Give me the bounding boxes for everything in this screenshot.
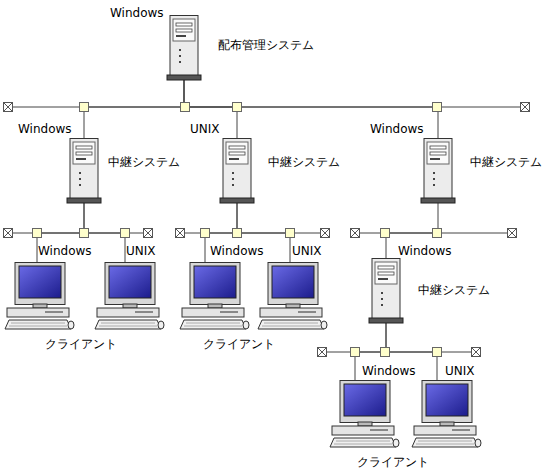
network-connector [84, 80, 184, 138]
os-label: Windows [370, 122, 424, 136]
relay-server: UNIX中継システム [223, 138, 251, 203]
system-label: 中継システム [470, 155, 542, 169]
system-label: 配布管理システム [218, 38, 314, 52]
os-label: Windows [110, 6, 164, 20]
client-pc: Windows [180, 262, 248, 332]
client-label: クライアント [357, 455, 429, 469]
network-connector [184, 80, 438, 138]
client-pc: UNIX [258, 262, 326, 332]
relay-server: Windows中継システム [424, 138, 452, 203]
os-label: UNIX [445, 364, 475, 378]
network-connector [184, 80, 237, 138]
os-label: UNIX [190, 122, 220, 136]
management-server: Windows配布管理システム [170, 15, 198, 80]
client-pc: UNIX [95, 262, 163, 332]
system-label: 中継システム [108, 155, 180, 169]
os-label: Windows [210, 244, 264, 258]
os-label: Windows [38, 244, 92, 258]
client-pc: Windows [330, 380, 398, 450]
relay-server: Windows中継システム [372, 258, 400, 323]
client-pc: UNIX [412, 380, 480, 450]
os-label: UNIX [126, 244, 156, 258]
client-label: クライアント [45, 337, 117, 351]
relay-server: Windows中継システム [70, 138, 98, 203]
client-pc: Windows [5, 262, 73, 332]
os-label: Windows [18, 122, 72, 136]
system-label: 中継システム [418, 283, 490, 297]
system-label: 中継システム [268, 155, 340, 169]
os-label: Windows [362, 364, 416, 378]
os-label: UNIX [292, 244, 322, 258]
client-label: クライアント [203, 337, 275, 351]
os-label: Windows [398, 244, 452, 258]
